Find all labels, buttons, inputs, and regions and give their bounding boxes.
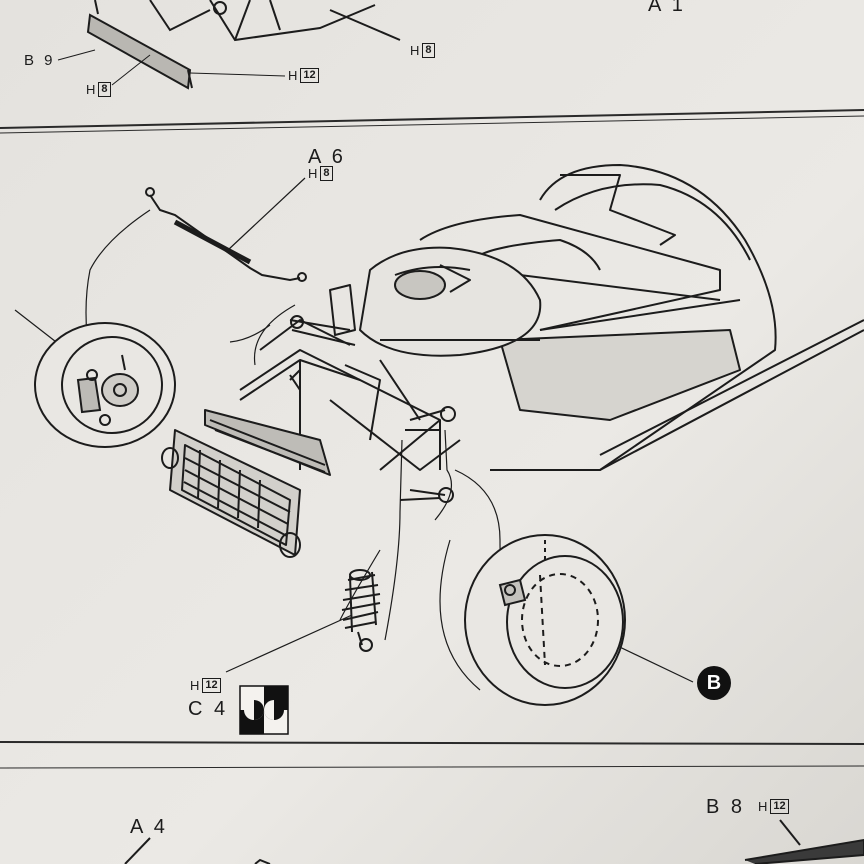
shock-absorber-c4 [341,569,381,652]
paint-chip-icon [239,685,289,735]
material-number-box: 12 [202,678,221,693]
front-left-wheel [34,322,176,448]
radiator-part-b9 [86,0,401,90]
material-number-box: 8 [422,43,435,58]
rear-right-wheel [464,534,626,706]
material-number-box: 12 [300,68,319,83]
material-number-box: 8 [320,166,333,181]
part-label-b9: B 9 [24,52,56,69]
leader-lines-top [57,49,286,86]
material-letter: H [288,68,299,83]
section-divider-top [0,109,864,134]
part-label-a6: A 6 [308,146,346,168]
material-letter: H [410,43,421,58]
material-letter: H [190,678,201,693]
part-label-a4: A 4 [130,816,168,838]
tie-rod-a6 [145,187,307,282]
section-divider-bottom [0,741,864,769]
material-letter: H [86,82,97,97]
part-label-c4: C 4 [188,698,229,720]
material-letter: H [308,166,319,181]
part-label-a1: A 1 [648,0,686,16]
bottom-parts-partial [124,819,864,864]
material-letter: H [758,799,769,814]
callout-b-badge: B [697,666,731,700]
material-number-box: 8 [98,82,111,97]
chassis-body [161,164,864,558]
material-number-box: 12 [770,799,789,814]
part-label-b8: B 8 [706,796,746,818]
